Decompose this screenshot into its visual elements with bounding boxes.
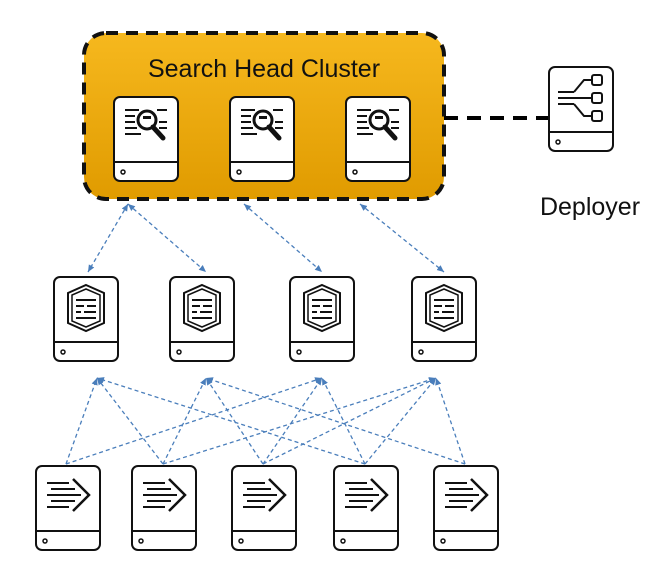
indexer-icon	[425, 284, 463, 332]
indexer-node	[411, 276, 477, 362]
search-indexer-arrow	[127, 203, 207, 273]
cluster-title: Search Head Cluster	[148, 55, 380, 83]
forwarder-indexer-arrow	[162, 377, 437, 465]
forwarder-node	[231, 465, 297, 551]
indexer-icon	[183, 284, 221, 332]
forwarder-indexer-arrow	[262, 377, 437, 465]
search-head-node	[113, 96, 179, 182]
indexer-icon	[67, 284, 105, 332]
search-indexer-arrow	[87, 203, 129, 273]
deployer-node	[548, 66, 614, 152]
search-indexer-arrow	[359, 203, 445, 273]
indexer-node	[169, 276, 235, 362]
indexer-node	[289, 276, 355, 362]
forwarder-indexer-arrow	[205, 377, 466, 465]
forwarder-indexer-arrow	[162, 377, 207, 465]
forwarder-node	[131, 465, 197, 551]
search-head-node	[229, 96, 295, 182]
forwarder-indexer-arrow	[96, 377, 164, 465]
forwarder-indexer-arrow	[435, 377, 466, 465]
forwarder-node	[433, 465, 499, 551]
search-indexer-arrow	[243, 203, 323, 273]
indexer-icon	[303, 284, 341, 332]
forwarder-indexer-arrow	[65, 377, 323, 465]
forwarder-indexer-arrow	[321, 377, 366, 465]
forwarder-node	[333, 465, 399, 551]
forwarder-indexer-arrow	[96, 377, 366, 465]
forwarder-indexer-arrow	[205, 377, 264, 465]
search-head-node	[345, 96, 411, 182]
forwarder-node	[35, 465, 101, 551]
indexer-node	[53, 276, 119, 362]
forwarder-indexer-arrow	[65, 377, 98, 465]
deployer-label: Deployer	[540, 193, 640, 221]
forwarder-indexer-arrow	[262, 377, 323, 465]
forwarder-indexer-arrow	[364, 377, 437, 465]
connection-arrows	[65, 120, 466, 465]
